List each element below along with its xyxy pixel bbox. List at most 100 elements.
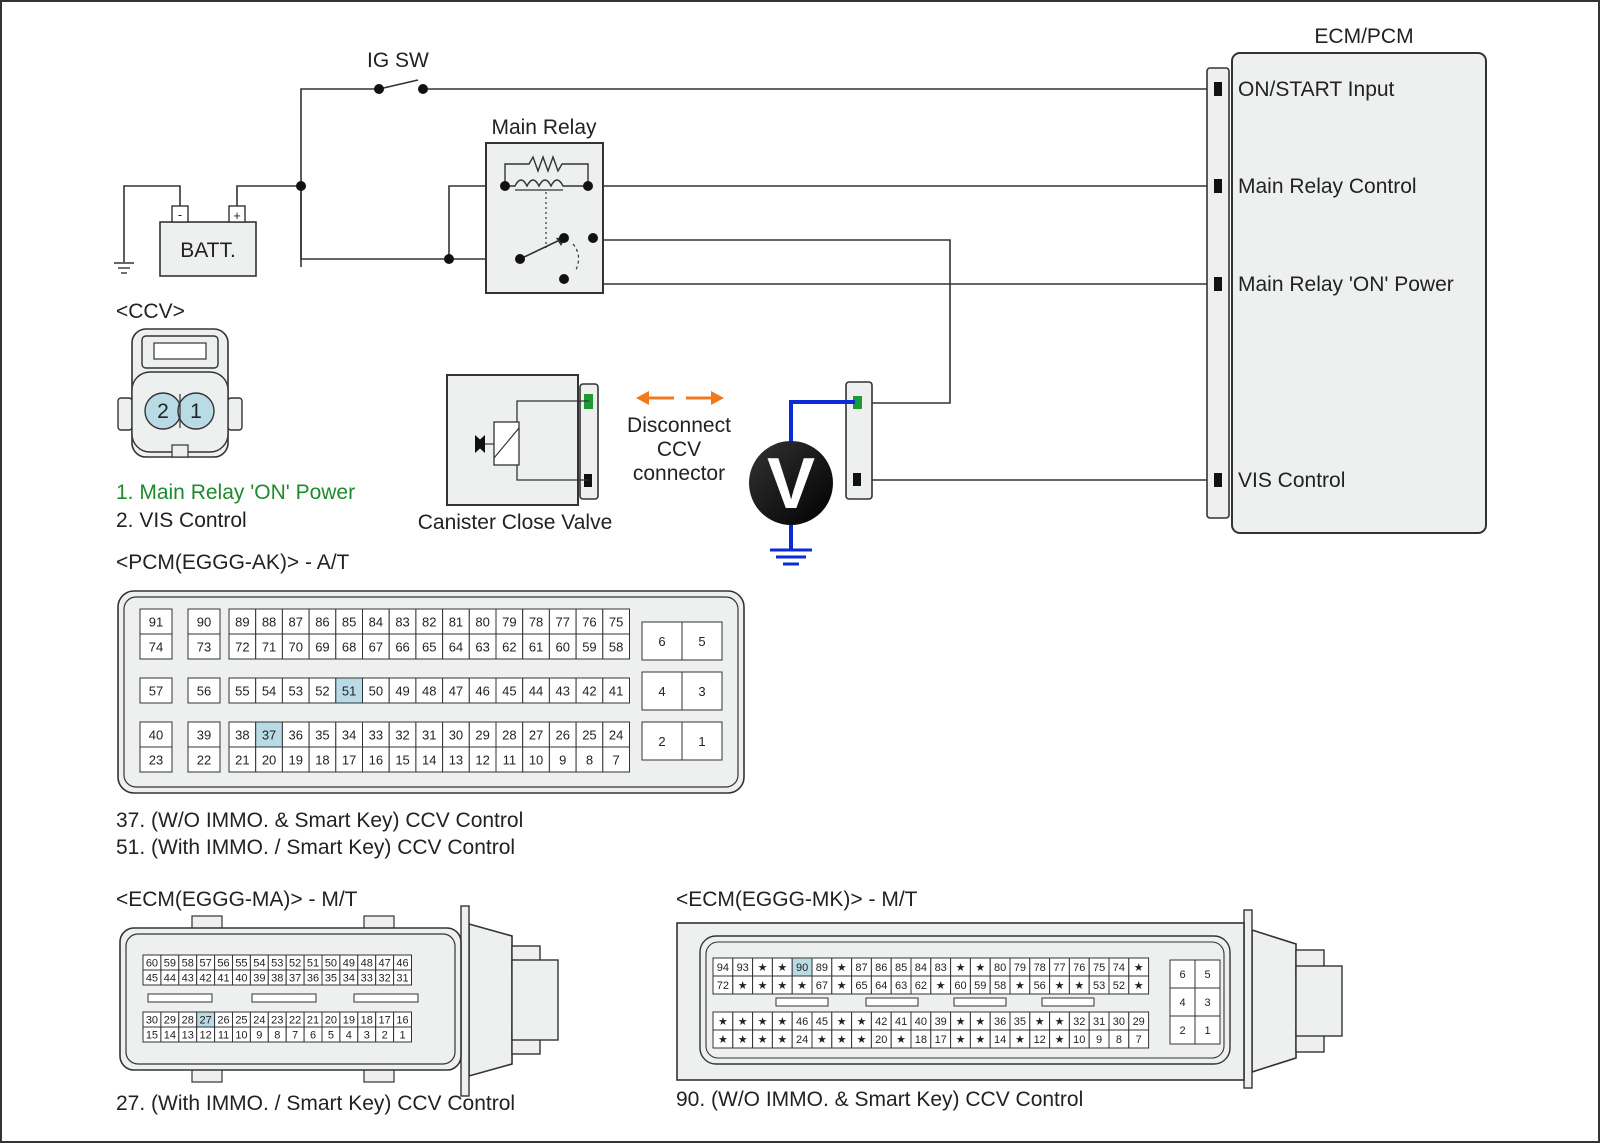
pin-number: 32 (395, 728, 409, 743)
pin-number: 57 (200, 958, 212, 970)
pin-number: 25 (582, 728, 596, 743)
pin-number: 34 (342, 728, 356, 743)
pin-cell (681, 621, 723, 661)
ecm-title: ECM/PCM (1314, 25, 1413, 48)
pin-number: 83 (395, 615, 409, 630)
pin-number: 80 (994, 962, 1006, 974)
pin-number: 51 (307, 958, 319, 970)
pin-number: 46 (396, 958, 408, 970)
valve-label: Canister Close Valve (418, 511, 613, 534)
pin-number: ★ (1134, 980, 1144, 992)
pin-cell (187, 677, 221, 704)
pin-number: 12 (200, 1030, 212, 1042)
pin-number: 47 (379, 958, 391, 970)
pin-cell (139, 633, 173, 660)
pin-number: 20 (875, 1034, 887, 1046)
pin-number: ★ (718, 1034, 728, 1046)
pin-number: 7 (292, 1030, 298, 1042)
pin-number: 19 (343, 1015, 355, 1027)
ecm-pin-on-start: ON/START Input (1238, 78, 1395, 101)
ig-switch: IG SW (367, 49, 429, 94)
pin-cell (602, 677, 630, 704)
pin-number: 77 (556, 615, 570, 630)
pin-number: 18 (915, 1034, 927, 1046)
pin-number: 67 (369, 640, 383, 655)
pin-number: 3 (698, 684, 705, 699)
pin-cell (602, 721, 630, 748)
pin-cell (187, 746, 221, 773)
pin-number: ★ (777, 1034, 787, 1046)
ecm-ma-title: <ECM(EGGG-MA)> - M/T (116, 888, 358, 911)
pin-number: 3 (364, 1030, 370, 1042)
pin-number: 94 (717, 962, 729, 974)
pin-number: 23 (149, 753, 163, 768)
pin-number: 31 (1093, 1016, 1105, 1028)
pin-number: 45 (502, 684, 516, 699)
pin-cell (415, 746, 444, 773)
ccv-title: <CCV> (116, 300, 185, 323)
pin-number: 58 (609, 640, 623, 655)
pin-number: 56 (217, 958, 229, 970)
pin-number: ★ (857, 1016, 867, 1028)
pin-cell (602, 746, 630, 773)
ccv-legend-2: 2. VIS Control (116, 509, 247, 532)
pin-number: 41 (217, 973, 229, 985)
pin-number: 49 (395, 684, 409, 699)
ccv-pin2: 2 (157, 400, 169, 423)
pin-number: ★ (956, 1016, 966, 1028)
pin-number: 42 (200, 973, 212, 985)
pin-number: 85 (895, 962, 907, 974)
pin-number: 9 (256, 1030, 262, 1042)
pin-cell (681, 671, 723, 711)
pin-cell (281, 677, 310, 704)
pin-number: 74 (149, 640, 163, 655)
pin-number: ★ (738, 1016, 748, 1028)
pin-cell (139, 608, 173, 635)
disconnect-line2: CCV (657, 438, 701, 461)
pin-number: ★ (837, 1016, 847, 1028)
pin-number: 62 (915, 980, 927, 992)
disconnect-line1: Disconnect (627, 414, 731, 437)
pin-number: 40 (235, 973, 247, 985)
pin-number: 22 (289, 1015, 301, 1027)
pin-number: 22 (197, 753, 211, 768)
pin-cell (548, 677, 577, 704)
pin-number: ★ (837, 980, 847, 992)
pin-cell (335, 677, 363, 704)
pin-number: 4 (658, 684, 665, 699)
pin-cell (362, 677, 390, 704)
pin-number: 17 (935, 1034, 947, 1046)
ecm-ma-note: 27. (With IMMO. / Smart Key) CCV Control (116, 1092, 515, 1115)
pin-number: 7 (1136, 1034, 1142, 1046)
pin-number: 62 (502, 640, 516, 655)
pin-number: 77 (1053, 962, 1065, 974)
pin-number: 52 (289, 958, 301, 970)
pcm-title: <PCM(EGGG-AK)> - A/T (116, 551, 350, 574)
pin-number: 40 (915, 1016, 927, 1028)
pin-number: 45 (146, 973, 158, 985)
pin-number: 44 (529, 684, 543, 699)
pin-number: ★ (758, 1034, 768, 1046)
pin-number: 16 (369, 753, 383, 768)
pin-number: 41 (895, 1016, 907, 1028)
pin-number: ★ (738, 1034, 748, 1046)
pin-number: 19 (289, 753, 303, 768)
pin-number: ★ (1055, 980, 1065, 992)
main-relay-label: Main Relay (491, 116, 597, 139)
batt-label: BATT. (180, 239, 236, 262)
pin-cell (602, 633, 630, 660)
pin-number: 45 (816, 1016, 828, 1028)
pin-number: 2 (1179, 1025, 1185, 1037)
pin-number: 63 (475, 640, 489, 655)
pin-cell (495, 633, 524, 660)
ccv-connector-plug (845, 381, 873, 500)
pin-number: 53 (271, 958, 283, 970)
voltmeter-leads (770, 400, 855, 566)
pin-number: 39 (253, 973, 265, 985)
pin-number: 14 (994, 1034, 1006, 1046)
pin-number: ★ (956, 962, 966, 974)
pin-cell (388, 677, 417, 704)
pin-number: 10 (1073, 1034, 1085, 1046)
